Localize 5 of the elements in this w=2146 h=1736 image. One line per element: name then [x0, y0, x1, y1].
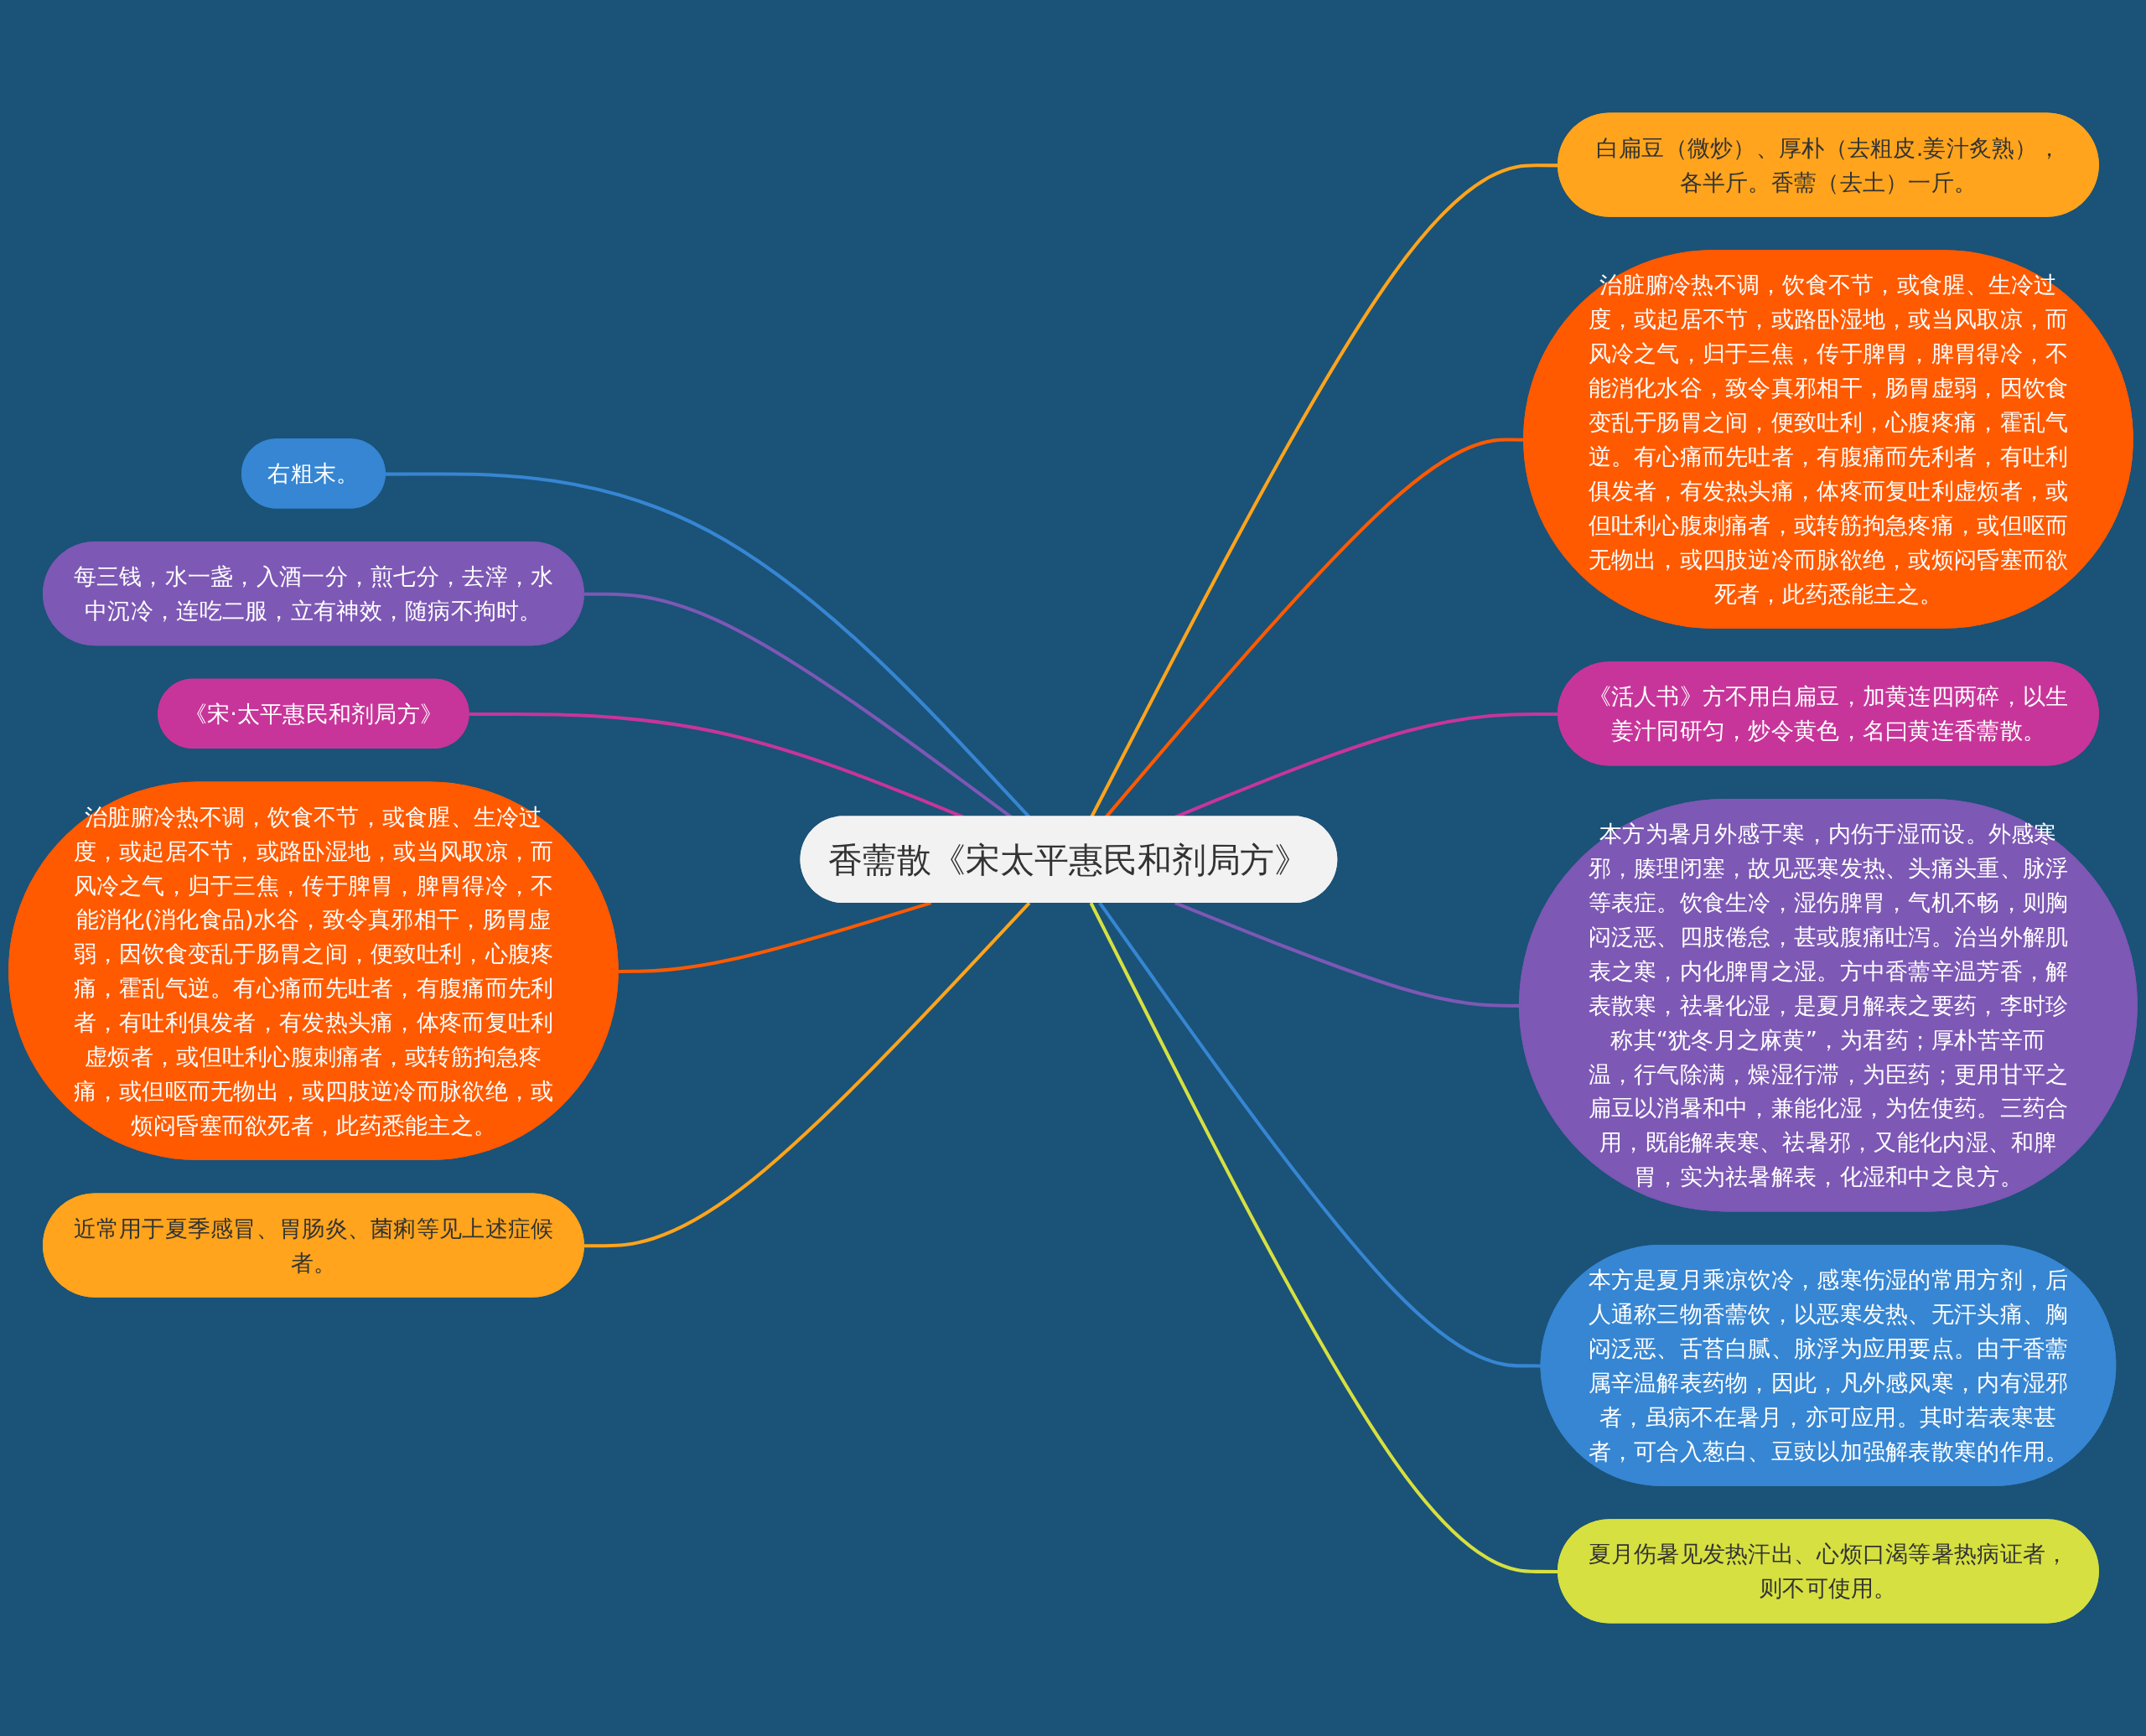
connector — [583, 901, 1031, 1248]
connector — [618, 901, 932, 973]
connector — [1090, 163, 1559, 818]
connector — [1089, 902, 1559, 1574]
connector — [1098, 901, 1542, 1368]
